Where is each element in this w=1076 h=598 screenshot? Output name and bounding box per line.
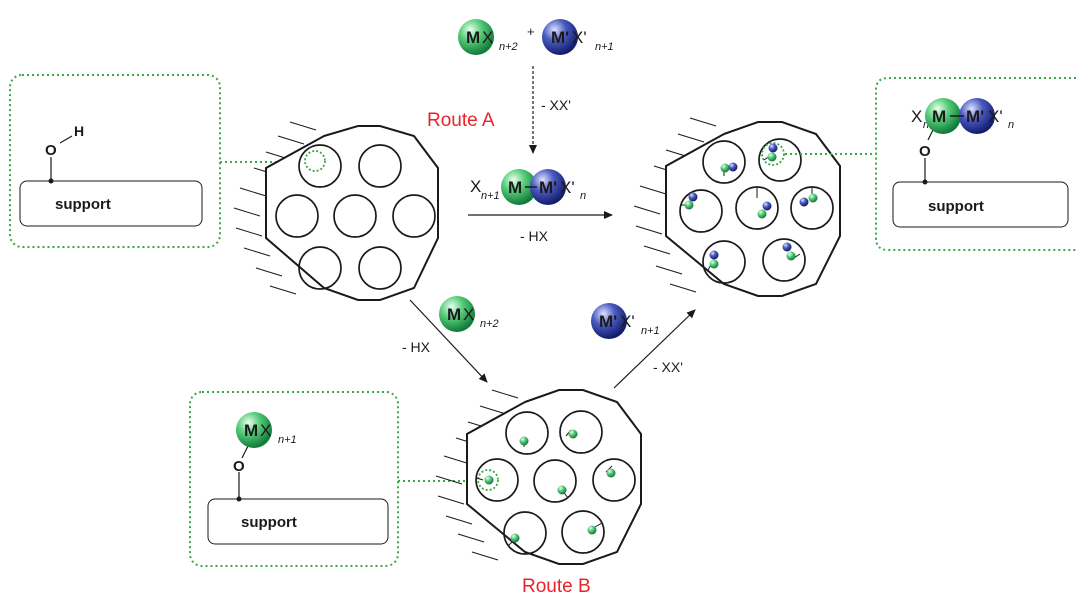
svg-text:n+2: n+2 — [480, 318, 499, 330]
minus-hx-route-b: - HX — [402, 339, 431, 355]
support-label-right: support — [928, 198, 984, 215]
mpx-reagent-route-b: M' X' n+1 — [591, 303, 660, 339]
mpx-blue-sphere — [542, 19, 578, 55]
support-bar-right — [892, 181, 1069, 228]
dimer-m: M — [508, 178, 522, 197]
svg-text:X': X' — [620, 312, 635, 331]
bimetallic-support-box: support O X n M M' X' n — [875, 77, 1076, 251]
support-label-left: support — [55, 196, 111, 213]
route-b-label: Route B — [522, 576, 591, 597]
right-sub-left: n — [923, 119, 929, 131]
svg-text:X: X — [463, 305, 474, 324]
plus-sign: + — [527, 24, 535, 39]
right-mp: M' — [966, 107, 984, 126]
oxygen-label-right: O — [919, 143, 931, 160]
right-xp: X' — [988, 107, 1003, 126]
dimer-green-sphere — [501, 169, 537, 205]
svg-text:n+1: n+1 — [278, 434, 297, 446]
mpx-metal-symbol: M' — [551, 28, 569, 47]
right-blue-sphere — [959, 98, 995, 134]
hydroxyl-support-box: support O H — [9, 74, 221, 248]
right-m: M — [932, 107, 946, 126]
dimer-blue-sphere — [530, 169, 566, 205]
mx-green-sphere — [458, 19, 494, 55]
minus-xx-route-b: - XX' — [653, 359, 683, 375]
dimer-species: X n+1 M M' X' n — [470, 169, 586, 205]
svg-text:X: X — [260, 421, 271, 440]
hydrogen-label: H — [74, 123, 84, 139]
top-reagents: M X n+2 + M' X' n+1 — [458, 19, 614, 55]
mpx-subscript: n+1 — [595, 41, 614, 53]
support-bar-bottom — [207, 498, 389, 545]
monometallic-loaded-support — [435, 389, 642, 565]
svg-text:M': M' — [599, 312, 617, 331]
mx-metal-symbol: M — [466, 28, 480, 47]
mx-subscript: n+2 — [499, 41, 518, 53]
mx-halide-symbol: X — [482, 28, 493, 47]
svg-text:M: M — [447, 305, 461, 324]
dimer-mp: M' — [539, 178, 557, 197]
bare-porous-support — [233, 121, 439, 301]
support-label-bottom: support — [241, 514, 297, 531]
svg-text:n+1: n+1 — [641, 325, 660, 337]
dimer-xp: X' — [560, 178, 575, 197]
dimer-x-left: X — [470, 177, 481, 196]
right-sub-right: n — [1008, 119, 1014, 131]
svg-text:M: M — [244, 421, 258, 440]
support-bar — [19, 180, 203, 227]
pore-monomers — [476, 429, 616, 547]
oxygen-label: O — [45, 142, 57, 159]
right-x-left: X — [911, 107, 922, 126]
oxygen-label-bottom: O — [233, 458, 245, 475]
highlight-circle-right — [761, 142, 785, 166]
route-b-arrow-down — [409, 299, 488, 383]
minus-hx-route-a: - HX — [520, 228, 549, 244]
route-a-label: Route A — [427, 110, 495, 131]
bimetallic-loaded-support — [633, 117, 841, 297]
dimer-sub-left: n+1 — [481, 190, 500, 202]
right-green-sphere — [925, 98, 961, 134]
highlight-circle-left — [304, 150, 326, 172]
route-b-arrow-up — [613, 309, 696, 389]
monometallic-support-box: support O M X n+1 — [189, 391, 399, 567]
highlight-circle-bottom — [477, 469, 499, 491]
dimer-sub-right: n — [580, 190, 586, 202]
minus-xx-top: - XX' — [541, 97, 571, 113]
mpx-halide-symbol: X' — [572, 28, 587, 47]
pore-dimers — [680, 143, 818, 271]
mx-reagent-route-b: M X n+2 — [439, 296, 499, 332]
